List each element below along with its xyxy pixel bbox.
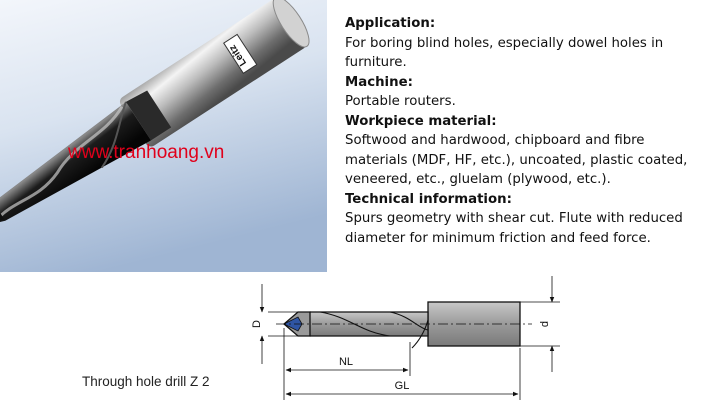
dimension-GL-label: GL bbox=[395, 380, 410, 392]
dimension-D: D bbox=[251, 284, 298, 364]
workpiece-text: Softwood and hardwood, chipboard and fib… bbox=[345, 133, 688, 187]
technical-text: Spurs geometry with shear cut. Flute wit… bbox=[345, 211, 683, 246]
dimension-NL-label: NL bbox=[339, 356, 353, 368]
drill-shank bbox=[119, 0, 307, 147]
drill-outline bbox=[276, 301, 532, 349]
product-description: Application: For boring blind holes, esp… bbox=[345, 14, 705, 248]
brand-logo bbox=[223, 33, 258, 75]
drill-photo-illustration: Leitz bbox=[0, 0, 327, 272]
dimension-d: d bbox=[520, 276, 560, 372]
dimension-GL: GL bbox=[283, 348, 521, 400]
dimension-D-label: D bbox=[251, 320, 263, 328]
application-heading: Application: bbox=[345, 16, 436, 31]
technical-heading: Technical information: bbox=[345, 191, 512, 207]
dimension-d-label: d bbox=[539, 321, 551, 327]
machine-text: Portable routers. bbox=[345, 94, 456, 109]
workpiece-heading: Workpiece material: bbox=[345, 113, 497, 129]
watermark-text: www.tranhoang.vn bbox=[68, 142, 225, 163]
drawing-caption: Through hole drill Z 2 bbox=[82, 374, 210, 389]
technical-drawing: D d NL GL bbox=[240, 272, 570, 405]
application-text: For boring blind holes, especially dowel… bbox=[345, 35, 664, 71]
product-photo: Leitz www.tranhoang.vn bbox=[0, 0, 327, 272]
dimension-NL: NL bbox=[283, 328, 411, 376]
machine-heading: Machine: bbox=[345, 74, 413, 90]
